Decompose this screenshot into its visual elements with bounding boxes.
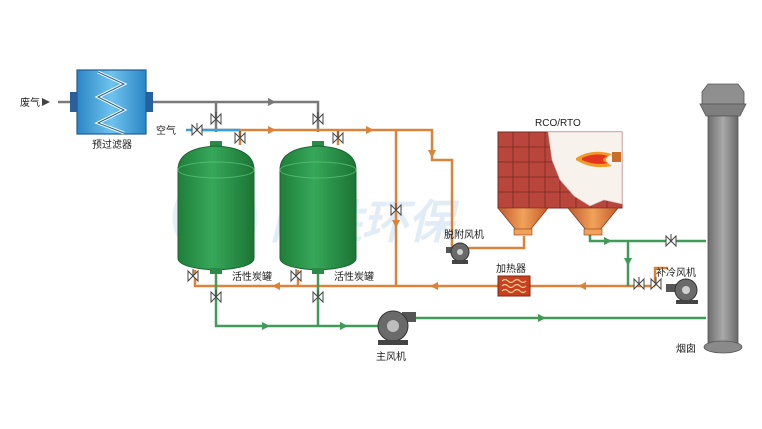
- carbon-tank-1-label: 活性炭罐: [232, 270, 272, 283]
- valve-icon: [312, 290, 324, 304]
- valve-icon: [187, 269, 199, 283]
- desorption-fan-label: 脱附风机: [444, 228, 484, 241]
- cooling-fan-label: 补冷风机: [656, 266, 696, 279]
- chimney-label: 烟囱: [676, 342, 696, 355]
- heater-label: 加热器: [496, 262, 526, 275]
- valve-icon: [665, 234, 677, 248]
- main-fan-icon: [377, 310, 416, 345]
- valve-icon: [210, 112, 222, 126]
- waste-gas-label: 废气: [20, 96, 40, 109]
- valve-icon: [650, 277, 662, 291]
- carbon-tank-1: [177, 141, 255, 274]
- rco-rto-label: RCO/RTO: [535, 118, 581, 129]
- valve-icon: [332, 131, 344, 145]
- chimney: [699, 83, 747, 354]
- valve-icon: [210, 290, 222, 304]
- air-label: 空气: [156, 124, 176, 137]
- desorption-fan-icon: [446, 242, 470, 264]
- prefilter-unit: [70, 69, 153, 135]
- main-fan-label: 主风机: [376, 350, 406, 363]
- valve-icon: [312, 112, 324, 126]
- valve-icon: [633, 277, 645, 291]
- valve-icon: [290, 269, 302, 283]
- carbon-tank-2: [279, 141, 357, 274]
- cooling-fan-icon: [666, 278, 698, 304]
- valves: [187, 112, 677, 304]
- heater: [497, 275, 531, 297]
- valve-icon: [390, 203, 402, 217]
- valve-icon: [191, 123, 203, 137]
- prefilter-label: 预过滤器: [92, 138, 132, 151]
- valve-icon: [234, 131, 246, 145]
- rco-rto-unit: [497, 131, 623, 236]
- carbon-tank-2-label: 活性炭罐: [334, 270, 374, 283]
